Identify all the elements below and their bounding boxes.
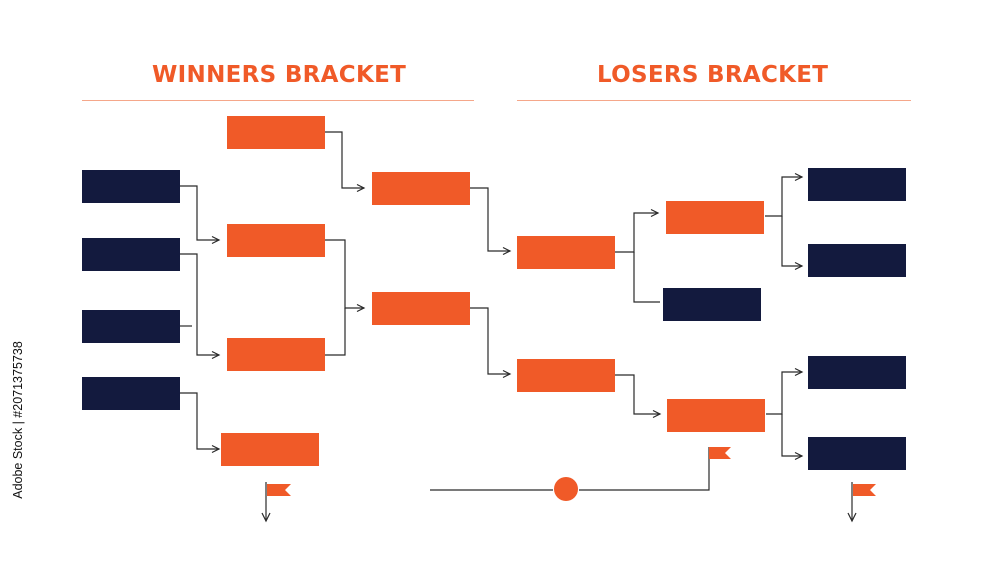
winners-r2-link-1 [325, 131, 364, 189]
losers-r2-slot-1 [808, 168, 906, 201]
winners-r1-link-2-arrow [211, 350, 221, 360]
winners-r1-slot-3 [82, 310, 180, 343]
winners-r1-slot-2 [82, 238, 180, 271]
winners-r4-slot-2 [517, 359, 615, 392]
winners-r2-slot-1 [227, 116, 325, 149]
winners-r2-slot-2 [227, 224, 325, 257]
winners-r1-link-4 [180, 392, 219, 450]
winners-r1-link-4-arrow [211, 444, 221, 454]
losers-r2-slot-3 [808, 356, 906, 389]
losers-r2-link-1 [765, 176, 802, 217]
finish-line-right [579, 447, 710, 491]
losers-r1-slot-1 [666, 201, 764, 234]
losers-r2-link-3-arrow [794, 367, 804, 377]
losers-r1-slot-3 [667, 399, 765, 432]
losers-r2-link-3 [766, 371, 802, 415]
losers-r2-link-2 [781, 216, 802, 267]
winners-r1-slot-1 [82, 170, 180, 203]
stock-id-label: Adobe Stock | #207137573​8 [11, 341, 25, 499]
losers-r2-link-4 [781, 414, 802, 457]
right-flag-icon [853, 484, 876, 496]
losers-r2-link-2-arrow [794, 261, 804, 271]
losers-r1-slot-2 [663, 288, 761, 321]
losers-r2-slot-2 [808, 244, 906, 277]
winners-r2-link-2 [325, 239, 364, 309]
winners-r2-link-3 [325, 308, 346, 356]
winners-r3-link-1 [470, 187, 510, 252]
winners-r2-slot-3 [227, 338, 325, 371]
winners-r3-slot-1 [372, 172, 470, 205]
winners-flag-pole-arrow [261, 512, 271, 523]
losers-r1-link-3 [615, 374, 660, 415]
winners-r4-slot-1 [517, 236, 615, 269]
losers-r2-link-1-arrow [794, 172, 804, 182]
winners-r3-link-1-arrow [502, 246, 512, 256]
winners-r2-link-2-arrow [356, 303, 366, 313]
winners-r3-link-2 [470, 307, 510, 375]
winners-r1-link-1-arrow [211, 235, 221, 245]
winners-r1-link-2 [180, 253, 219, 356]
losers-r1-link-2 [633, 252, 660, 303]
ball-marker [554, 477, 578, 501]
winners-flag-icon [267, 484, 291, 496]
winners-r3-link-2-arrow [502, 369, 512, 379]
losers-title-underline [517, 100, 911, 101]
winners-r1-slot-4 [82, 377, 180, 410]
winners-r2-slot-4 [221, 433, 319, 466]
winners-r1-link-1 [180, 185, 219, 241]
losers-r2-slot-4 [808, 437, 906, 470]
winners-r3-slot-2 [372, 292, 470, 325]
losers-r1-link-1-arrow [650, 208, 660, 218]
losers-r1-link-3-arrow [652, 409, 662, 419]
winners-r2-link-1-arrow [356, 183, 366, 193]
losers-flag-icon [709, 447, 731, 459]
winners-title-underline [82, 100, 474, 101]
right-flag-pole-arrow [847, 512, 857, 523]
losers-bracket-title: LOSERS BRACKET [597, 62, 829, 88]
winners-bracket-title: WINNERS BRACKET [152, 62, 407, 88]
losers-r1-link-1 [615, 212, 658, 253]
losers-r2-link-4-arrow [794, 451, 804, 461]
